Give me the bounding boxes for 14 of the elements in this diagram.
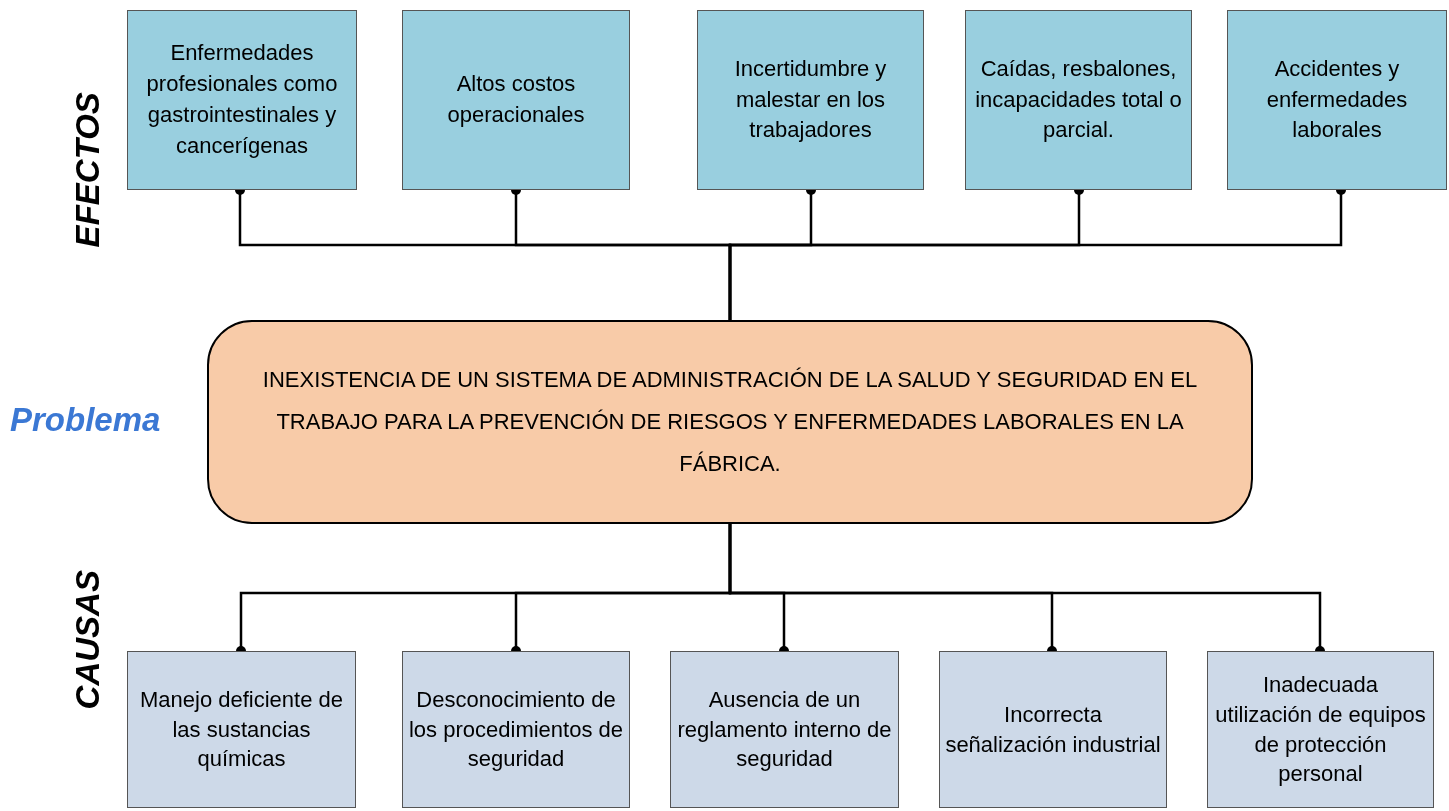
cause-box: Ausencia de un reglamento interno de seguridad <box>670 651 899 808</box>
section-label: EFECTOS <box>68 92 108 248</box>
effect-box: Incertidumbre y malestar en los trabajadores <box>697 10 924 190</box>
effect-box: Accidentes y enfermedades laborales <box>1227 10 1447 190</box>
cause-box: Desconocimiento de los procedimientos de seguridad <box>402 651 630 808</box>
effect-box: Altos costos operacionales <box>402 10 630 190</box>
effect-box: Enfermedades profesionales como gastrointestinales y cancerígenas <box>127 10 357 190</box>
cause-box: Manejo deficiente de las sustancias químicas <box>127 651 356 808</box>
effect-box: Caídas, resbalones, incapacidades total o parcial. <box>965 10 1192 190</box>
section-label: Problema <box>10 400 161 440</box>
problem-box: INEXISTENCIA DE UN SISTEMA DE ADMINISTRACIÓN DE LA SALUD Y SEGURIDAD EN EL TRABAJO PARA LA PREVENCIÓN DE RIESGOS Y ENFERMEDADES LABORALES EN LA FÁBRICA. <box>207 320 1253 524</box>
cause-box: Incorrecta señalización industrial <box>939 651 1167 808</box>
section-label: CAUSAS <box>68 570 108 710</box>
cause-box: Inadecuada utilización de equipos de protección personal <box>1207 651 1434 808</box>
